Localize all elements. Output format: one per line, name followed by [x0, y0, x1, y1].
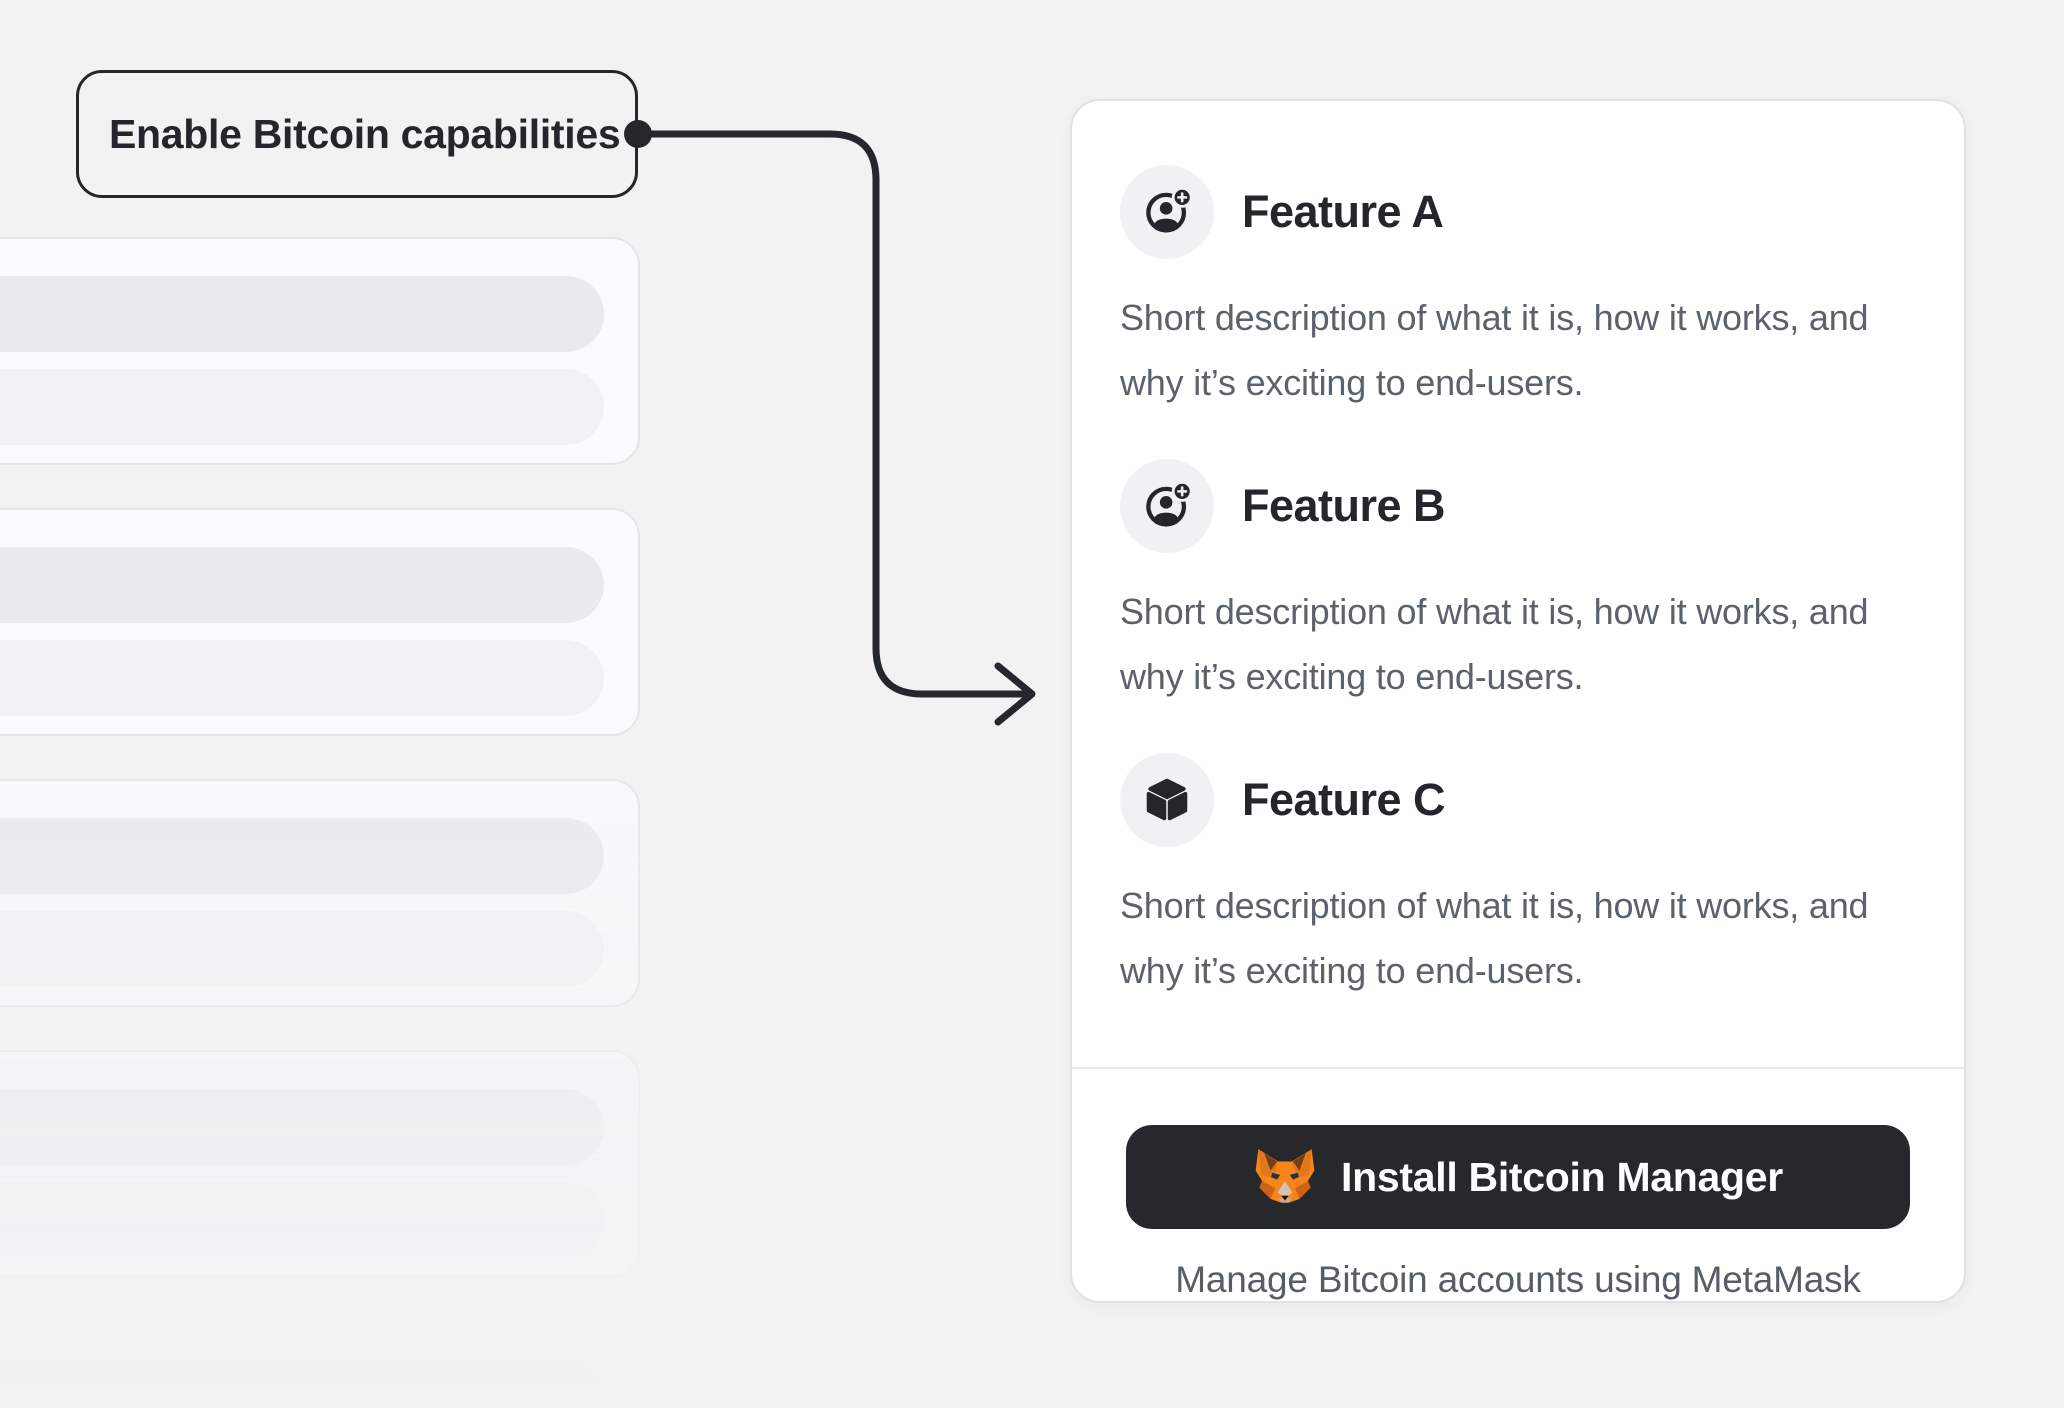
user-plus-icon	[1146, 480, 1193, 527]
skeleton-list	[0, 237, 642, 1408]
skeleton-card	[0, 779, 640, 1007]
metamask-fox-icon	[1255, 1149, 1315, 1203]
skeleton-line	[0, 640, 604, 716]
skeleton-line	[0, 276, 604, 352]
feature-icon-circle	[1120, 165, 1214, 259]
feature-description: Short description of what it is, how it …	[1120, 297, 1869, 403]
feature-icon-circle	[1120, 459, 1214, 553]
feature-header: Feature C	[1120, 753, 1916, 847]
feature-item: Feature A Short description of what it i…	[1120, 165, 1916, 415]
skeleton-card	[0, 1321, 640, 1408]
feature-header: Feature B	[1120, 459, 1916, 553]
feature-description: Short description of what it is, how it …	[1120, 885, 1869, 991]
install-bitcoin-manager-button[interactable]: Install Bitcoin Manager	[1126, 1125, 1910, 1229]
connector-line	[634, 130, 1030, 698]
skeleton-card	[0, 237, 640, 465]
skeleton-card	[0, 1050, 640, 1278]
feature-panel: Feature A Short description of what it i…	[1070, 99, 1966, 1303]
skeleton-line	[0, 1360, 604, 1408]
install-caption: Manage Bitcoin accounts using MetaMask	[1175, 1259, 1861, 1300]
feature-header: Feature A	[1120, 165, 1916, 259]
feature-title: Feature A	[1242, 186, 1444, 237]
skeleton-line	[0, 911, 604, 987]
skeleton-line	[0, 1089, 604, 1165]
callout-text: Enable Bitcoin capabilities	[109, 110, 621, 157]
feature-panel-body: Feature A Short description of what it i…	[1072, 101, 1964, 1067]
cube-icon	[1146, 778, 1188, 821]
feature-panel-footer: Install Bitcoin Manager Manage Bitcoin a…	[1072, 1067, 1964, 1301]
feature-item: Feature C Short description of what it i…	[1120, 753, 1916, 1003]
feature-title: Feature B	[1242, 480, 1446, 531]
callout-label: Enable Bitcoin capabilities	[76, 70, 638, 198]
feature-icon-circle	[1120, 753, 1214, 847]
skeleton-line	[0, 369, 604, 445]
skeleton-card	[0, 508, 640, 736]
feature-title: Feature C	[1242, 774, 1446, 825]
feature-description: Short description of what it is, how it …	[1120, 591, 1869, 697]
skeleton-line	[0, 1182, 604, 1258]
feature-item: Feature B Short description of what it i…	[1120, 459, 1916, 709]
connector-arrowhead	[994, 662, 1036, 726]
skeleton-line	[0, 818, 604, 894]
user-plus-icon	[1146, 186, 1193, 233]
install-button-label: Install Bitcoin Manager	[1341, 1153, 1783, 1200]
skeleton-line	[0, 547, 604, 623]
